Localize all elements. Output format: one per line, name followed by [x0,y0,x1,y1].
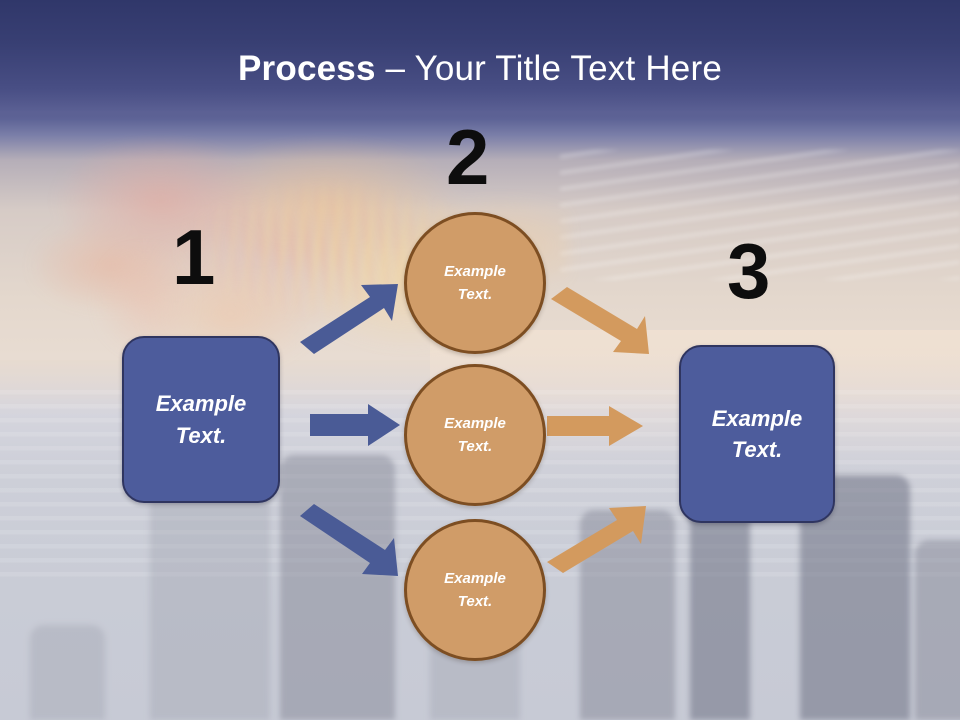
middle-process-circle-line2: Text. [457,438,493,455]
left-process-box-line1: Example [155,391,247,417]
middle-process-circle[interactable]: Example Text. [404,364,546,506]
middle-process-circle-label: Example Text. [444,412,506,459]
title-banner [0,0,960,122]
background-cirrus-clouds [560,150,960,280]
background-piling [30,625,105,720]
top-process-circle-line2: Text. [457,286,493,303]
top-process-circle-label: Example Text. [444,260,506,307]
left-process-box[interactable]: Example Text. [122,336,280,503]
right-process-box-line1: Example [711,405,803,431]
right-process-box[interactable]: Example Text. [679,345,835,523]
background-piling [915,540,960,720]
page-title-rest: – Your Title Text Here [375,49,722,88]
page-title: Process – Your Title Text Here [0,49,960,89]
blue-arrow-mid-icon [310,404,402,448]
step-number-2: 2 [446,113,490,201]
top-process-circle-line1: Example [444,262,506,280]
right-process-box-label: Example Text. [712,403,803,465]
blue-arrow-down-icon [298,500,408,580]
bottom-process-circle-label: Example Text. [444,567,506,614]
page-title-lead: Process [238,49,376,88]
orange-arrow-mid-icon [547,404,645,448]
left-process-box-label: Example Text. [156,388,247,450]
blue-arrow-up-icon [298,278,408,358]
bottom-process-circle-line2: Text. [457,593,493,610]
middle-process-circle-line1: Example [444,414,506,432]
bottom-process-circle[interactable]: Example Text. [404,519,546,661]
step-number-3: 3 [727,227,771,315]
orange-arrow-up-icon [551,285,656,360]
background-piling [280,455,395,720]
background-piling [150,490,270,720]
bottom-process-circle-line1: Example [444,569,506,587]
step-number-1: 1 [172,213,216,301]
orange-arrow-down-icon [547,500,652,575]
left-process-box-line2: Text. [175,422,227,448]
right-process-box-line2: Text. [731,437,783,462]
top-process-circle[interactable]: Example Text. [404,212,546,354]
